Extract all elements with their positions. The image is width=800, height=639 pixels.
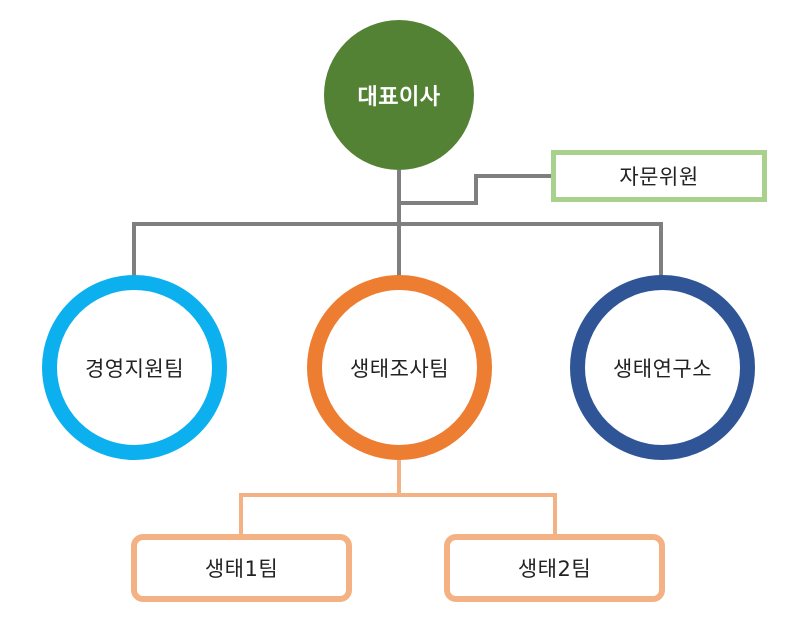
eco-team-2-node: 생태2팀 [444, 534, 665, 602]
management-support-label: 경영지원팀 [84, 356, 185, 381]
advisory-label: 자문위원 [619, 165, 699, 189]
ceo-label: 대표이사 [357, 85, 441, 110]
ecological-survey-node: 생태조사팀 [307, 275, 492, 460]
ceo-node: 대표이사 [324, 20, 474, 170]
ecological-survey-label: 생태조사팀 [349, 356, 450, 381]
eco-team-2-label: 생태2팀 [517, 557, 592, 581]
advisory-node: 자문위원 [551, 150, 767, 202]
ecological-research-label: 생태연구소 [612, 356, 713, 381]
advisory-connector [399, 174, 551, 205]
ecological-research-node: 생태연구소 [570, 275, 755, 460]
eco-team-1-node: 생태1팀 [131, 534, 352, 602]
eco-team-1-label: 생태1팀 [204, 557, 279, 581]
management-support-node: 경영지원팀 [42, 275, 227, 460]
